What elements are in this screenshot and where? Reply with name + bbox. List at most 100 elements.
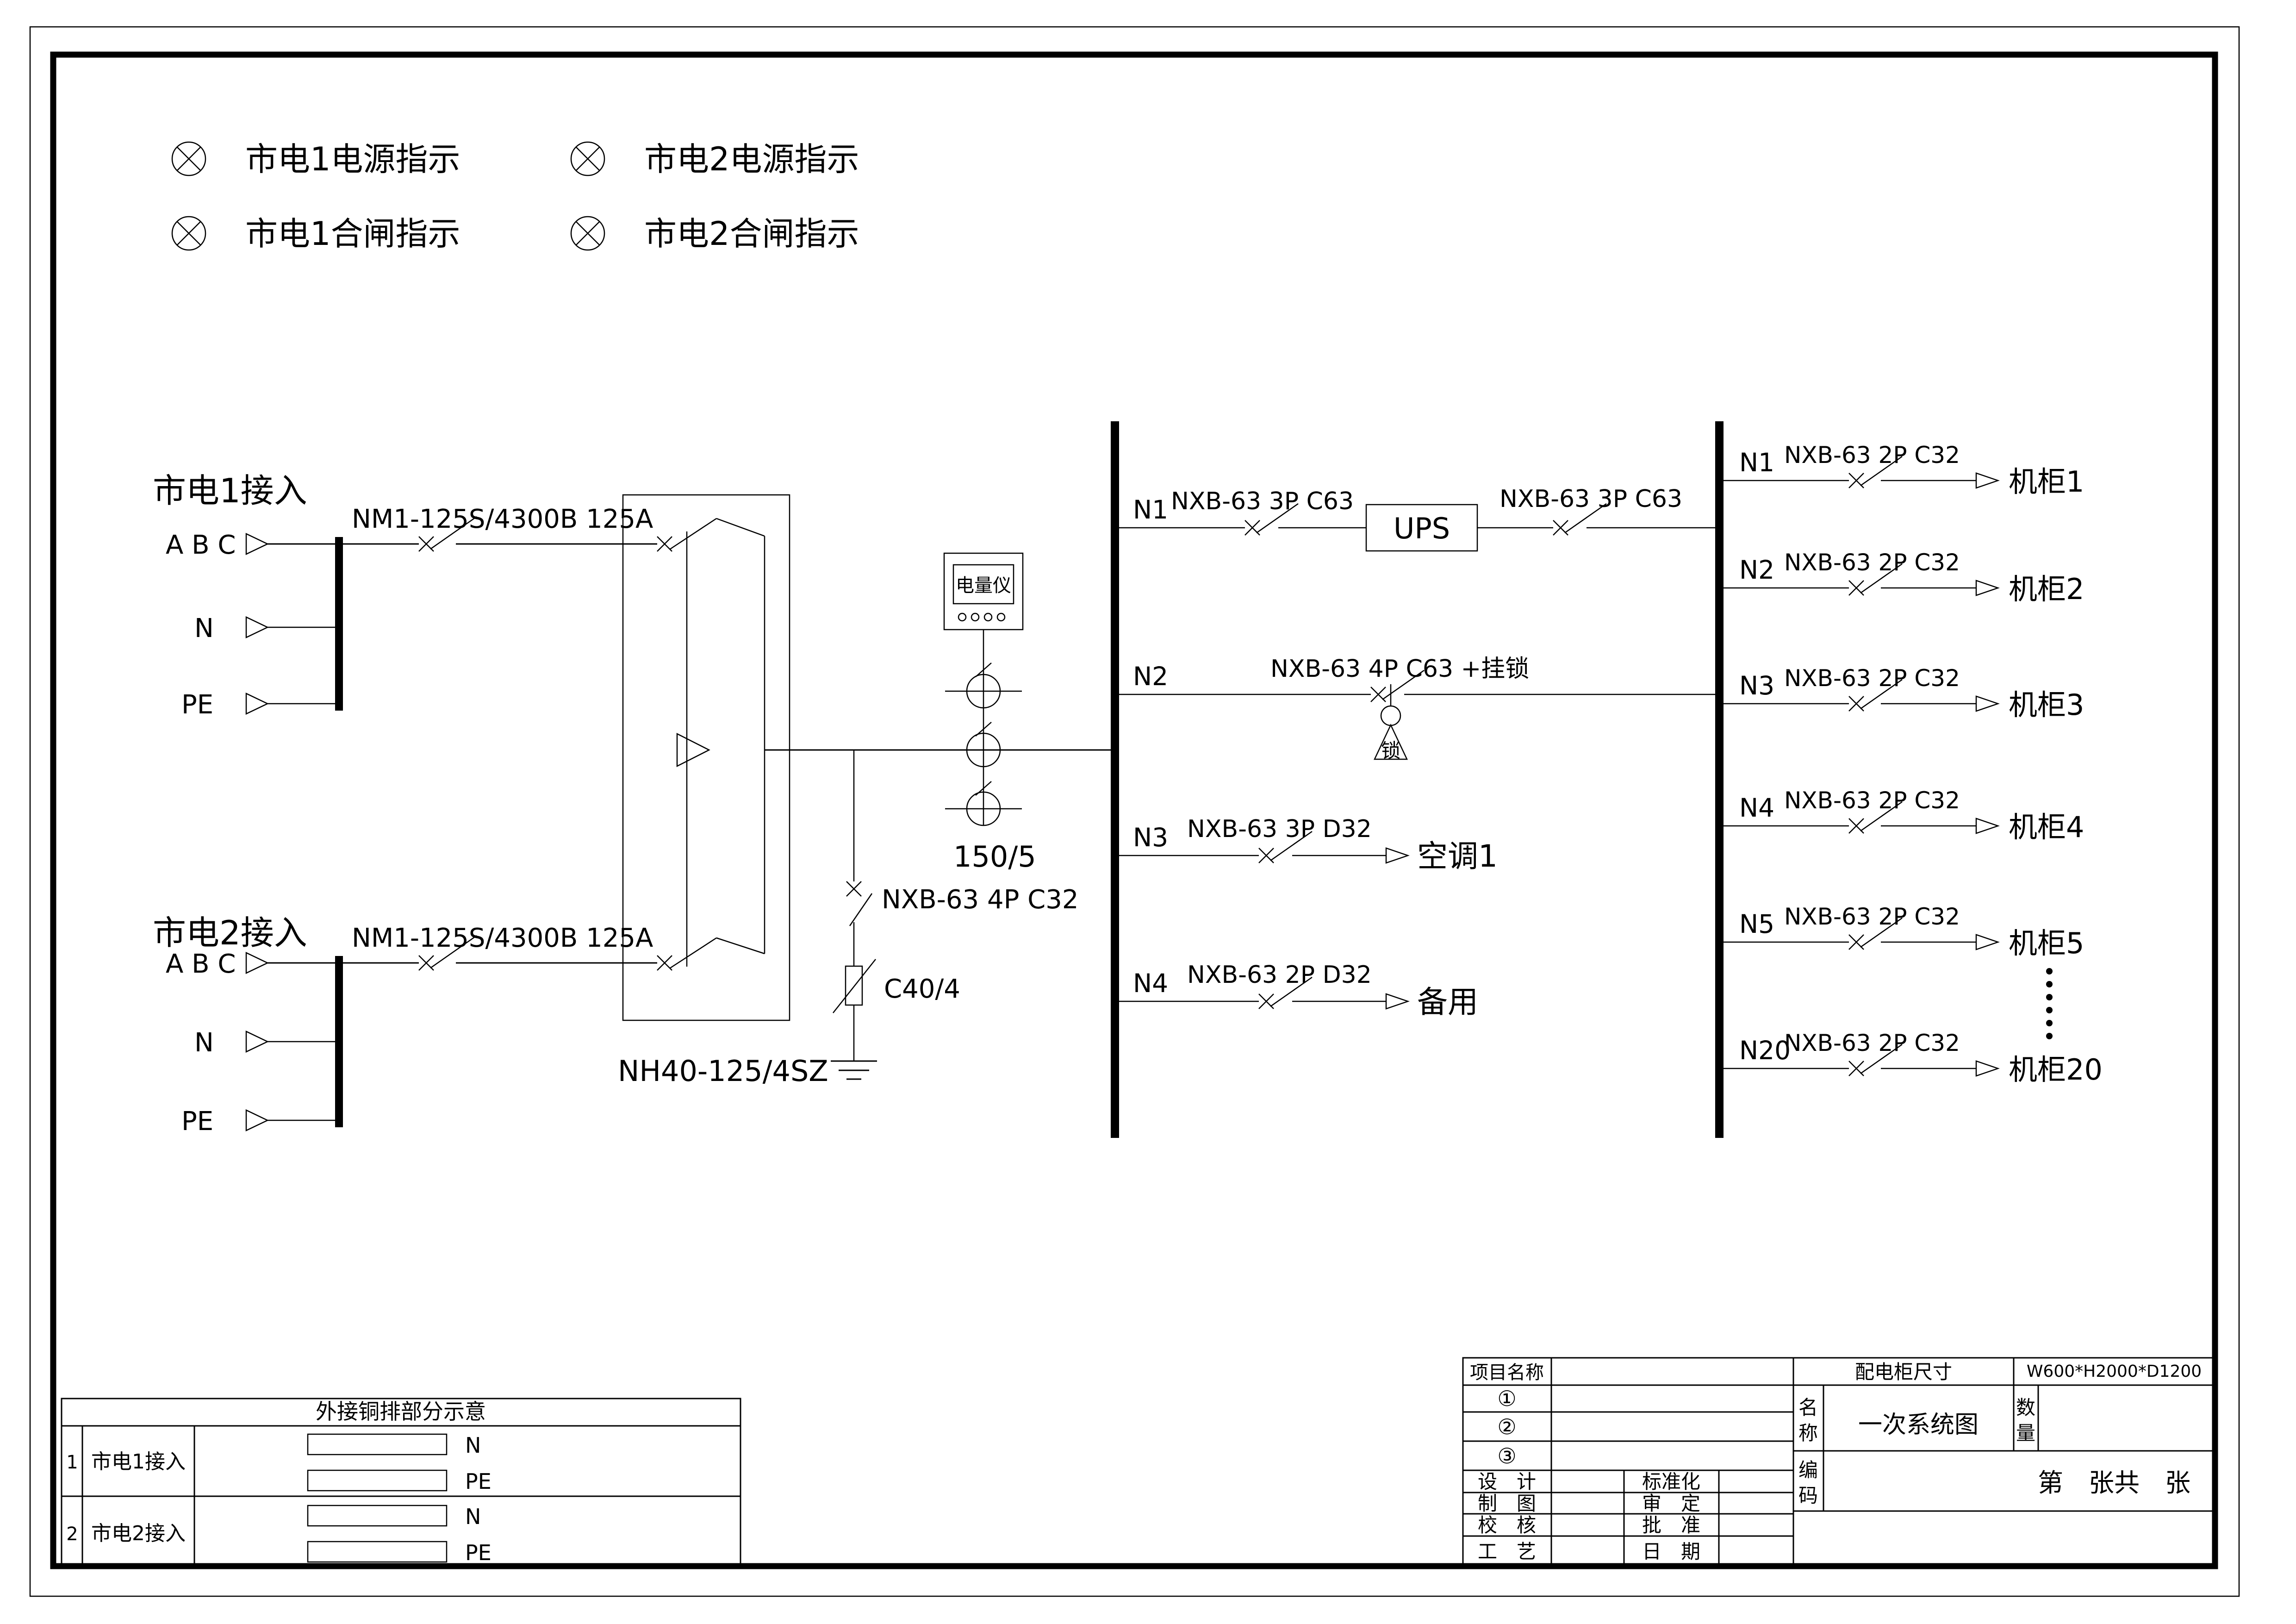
code-label-char: 码 xyxy=(1798,1484,1818,1507)
breaker-label: NXB-63 2P C32 xyxy=(1784,787,1960,814)
legend-label: 市电2合闸指示 xyxy=(644,215,859,253)
bar-label: N xyxy=(465,1504,481,1529)
cabinet-size-label: 配电柜尺寸 xyxy=(1855,1361,1952,1383)
incomer-2: 市电2接入 A B C N PE NM1-125S/4300B 125A xyxy=(153,913,653,1137)
breaker-label: NXB-63 3P D32 xyxy=(1187,815,1372,843)
meter-terminal-icon xyxy=(971,612,980,622)
ground-icon xyxy=(831,1060,877,1080)
breaker-label: NXB-63 2P C32 xyxy=(1784,549,1960,576)
feeder-id: N1 xyxy=(1133,495,1168,525)
load-label: 机柜5 xyxy=(2009,926,2084,960)
copper-bar-icon xyxy=(307,1469,448,1492)
meter-terminal-icon xyxy=(983,612,993,622)
load-label: 机柜2 xyxy=(2009,572,2084,606)
spd-icon xyxy=(833,959,876,1013)
meter-terminal-icon xyxy=(958,612,967,622)
bus1-feeder-n1: N1 NXB-63 3P C63 UPS NXB-63 3P C63 xyxy=(1119,485,1715,552)
copper-bar-icon xyxy=(307,1433,448,1455)
load-label: 机柜1 xyxy=(2009,465,2084,499)
qty-label-char: 量 xyxy=(2016,1422,2035,1444)
feeder-id: N3 xyxy=(1739,671,1774,700)
spd-model-label: C40/4 xyxy=(884,974,960,1004)
circled-1: ① xyxy=(1497,1386,1516,1411)
copper-bar-icon xyxy=(307,1541,448,1563)
feeder-id: N2 xyxy=(1739,555,1774,585)
breaker-symbol xyxy=(343,516,623,552)
code-label-char: 编 xyxy=(1798,1459,1818,1481)
sign-label-design: 设 计 xyxy=(1478,1470,1536,1493)
legend-label: 市电2电源指示 xyxy=(644,140,859,178)
pe-label: PE xyxy=(181,690,213,720)
bus2: N1 NXB-63 2P C32 机柜1 N2 NXB-63 2P C32 机柜… xyxy=(1715,421,2103,1138)
sign-label-process: 工 艺 xyxy=(1478,1540,1536,1563)
ct-ratio-label: 150/5 xyxy=(953,840,1036,874)
drawing-frame xyxy=(29,26,2240,1597)
pe-label: PE xyxy=(181,1106,213,1137)
terminal-arrow-icon xyxy=(245,693,269,715)
bar-label: N xyxy=(465,1433,481,1458)
meter-label: 电量仪 xyxy=(956,575,1011,596)
load-label: 机柜20 xyxy=(2009,1053,2103,1087)
sign-label-check: 校 核 xyxy=(1478,1514,1536,1537)
row-number: 2 xyxy=(66,1524,78,1545)
meter-display xyxy=(952,564,1014,605)
table-row: 1 市电1接入 N PE xyxy=(66,1433,492,1494)
copper-bar-icon xyxy=(307,1505,448,1527)
circled-3: ③ xyxy=(1497,1443,1516,1468)
sign-label-authorize: 批 准 xyxy=(1642,1514,1700,1537)
busbar xyxy=(335,956,343,1127)
bus2-feeder-row: N1 NXB-63 2P C32 机柜1 xyxy=(1724,442,2084,499)
meter-terminal-icon xyxy=(996,612,1006,622)
padlock-icon: 锁 xyxy=(1374,684,1408,762)
bus1-feeder-n4: N4 NXB-63 2P D32 备用 xyxy=(1119,961,1478,1020)
inner-border xyxy=(50,51,2218,1569)
sign-label-date: 日 期 xyxy=(1642,1540,1700,1563)
feeder-id: N4 xyxy=(1133,968,1168,998)
load-arrow-icon xyxy=(1385,993,1410,1010)
neutral-label: N xyxy=(194,613,214,643)
indicator-lamp-legend: 市电1电源指示 市电2电源指示 市电1合闸指示 市电2合闸指示 xyxy=(171,140,859,253)
bus2-feeder-row: N5 NXB-63 2P C32 机柜5 xyxy=(1724,903,2084,960)
phase-labels: A B C xyxy=(166,949,236,979)
sign-label-standardization: 标准化 xyxy=(1642,1470,1700,1493)
qty-label-char: 数 xyxy=(2016,1396,2035,1419)
breaker-label: NXB-63 4P C63 +挂锁 xyxy=(1270,655,1529,683)
lamp-icon xyxy=(171,216,206,251)
project-name-label: 项目名称 xyxy=(1470,1362,1544,1383)
drawing-name-value: 一次系统图 xyxy=(1858,1411,1979,1439)
breaker-label: NM1-125S/4300B 125A xyxy=(352,923,653,953)
load-arrow-icon xyxy=(1975,695,2000,712)
bus2-feeder-row: N2 NXB-63 2P C32 机柜2 xyxy=(1724,549,2084,606)
ct-icon xyxy=(966,732,1001,768)
name-label-char: 名 xyxy=(1798,1396,1818,1419)
load-arrow-icon xyxy=(1975,472,2000,489)
busbar xyxy=(1715,421,1724,1138)
bus1-feeder-n2: N2 NXB-63 4P C63 +挂锁 锁 xyxy=(1119,655,1715,762)
spd-branch: NXB-63 4P C32 C40/4 xyxy=(831,750,1079,1080)
breaker-label: NXB-63 3P C63 xyxy=(1500,485,1682,513)
ats-box xyxy=(622,494,790,1021)
feeder-id: N5 xyxy=(1739,909,1774,939)
ats-model-label: NH40-125/4SZ xyxy=(618,1054,828,1088)
copper-bar-table: 外接铜排部分示意 1 市电1接入 N PE 2 市电2接入 N PE xyxy=(61,1398,741,1567)
load-label: 机柜3 xyxy=(2009,688,2084,722)
outer-border xyxy=(29,26,2240,1597)
sign-label-drafting: 制 图 xyxy=(1478,1492,1536,1515)
legend-label: 市电1合闸指示 xyxy=(245,215,460,253)
lamp-icon xyxy=(570,141,605,176)
circled-2: ② xyxy=(1497,1414,1516,1439)
ct-icon xyxy=(945,674,1022,709)
bus2-feeder-row: N4 NXB-63 2P C32 机柜4 xyxy=(1724,787,2084,844)
ellipsis-dots-icon xyxy=(2046,968,2053,1039)
sign-label-approval: 审 定 xyxy=(1642,1492,1700,1515)
sheet-count-text: 第 张共 张 xyxy=(2038,1468,2190,1498)
bus2-feeder-row: N3 NXB-63 2P C32 机柜3 xyxy=(1724,665,2084,722)
phase-labels: A B C xyxy=(166,530,236,560)
terminal-arrow-icon xyxy=(245,616,269,638)
load-arrow-icon xyxy=(1975,580,2000,596)
breaker-label: NXB-63 2P C32 xyxy=(1784,442,1960,468)
row-label: 市电1接入 xyxy=(91,1450,186,1474)
bus1: N1 NXB-63 3P C63 UPS NXB-63 3P C63 N2 NX… xyxy=(1111,421,1715,1138)
table-row: 2 市电2接入 N PE xyxy=(66,1504,492,1565)
bar-label: PE xyxy=(465,1469,492,1494)
